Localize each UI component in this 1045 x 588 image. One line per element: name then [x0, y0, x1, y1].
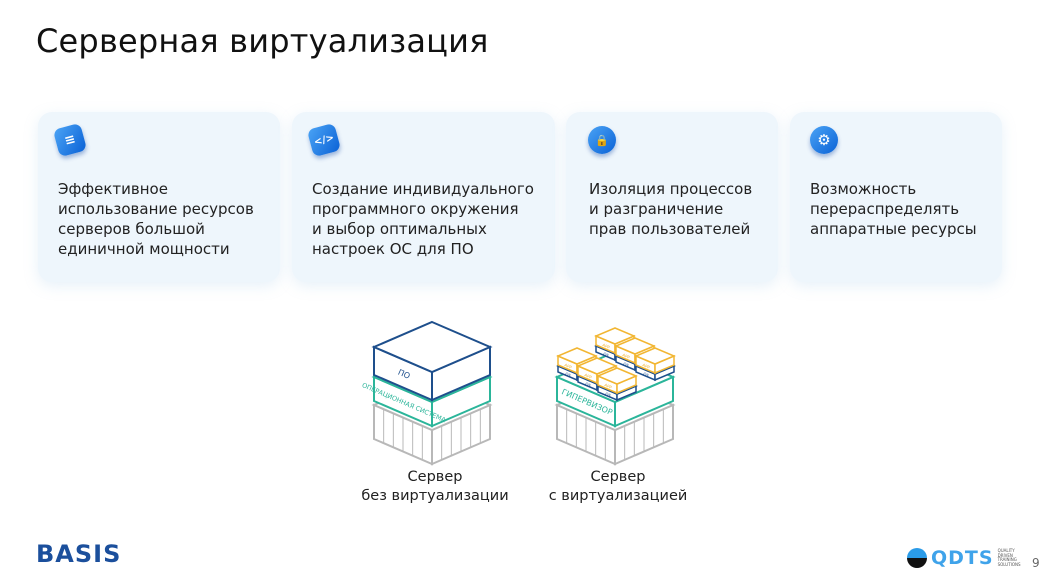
qdts-logo: QDTS QUALITY DRIVEN TRAINING SOLUTIONS [907, 547, 1028, 569]
vm-app-block: APP [596, 367, 638, 395]
vm-os-block-label: OS [584, 381, 592, 388]
page-number: 9 [1032, 556, 1040, 570]
gear-icon: ⚙ [810, 126, 838, 154]
software-layer: ПО [371, 320, 493, 402]
vm-os-block-label: OS [622, 361, 630, 368]
software-layer-label: ПО [397, 368, 412, 381]
basis-logo: BASIS [36, 540, 122, 568]
feature-text: Эффективное использование ресурсов серве… [58, 180, 254, 258]
vm-os-block-label: OS [604, 391, 612, 398]
page-title: Серверная виртуализация [36, 22, 489, 60]
vm-app-block-label: APP [564, 362, 573, 370]
feature-text: Возможность перераспределять аппаратные … [810, 180, 977, 238]
feature-card-environment: </> Создание индивидуального программног… [292, 112, 555, 282]
vm-os-block-label: OS [602, 351, 610, 358]
caption-no-virtualization: Сервер без виртуализации [361, 469, 509, 504]
caption-with-virtualization: Сервер с виртуализацией [548, 469, 688, 504]
feature-card-reallocation: ⚙ Возможность перераспределять аппаратны… [790, 112, 1002, 282]
qdts-mark-icon [907, 548, 927, 568]
vm-os-block-label: OS [642, 371, 650, 378]
vm-app-block-label: APP [604, 382, 613, 390]
vm-os-block-label: OS [564, 371, 572, 378]
vm-app-block-label: APP [584, 372, 593, 380]
feature-card-isolation: 🔒 Изоляция процессов и разграничение пра… [566, 112, 778, 282]
lock-icon: 🔒 [588, 126, 616, 154]
qdts-name: QDTS [931, 547, 994, 569]
vm-app-block-label: APP [622, 352, 631, 360]
feature-text: Изоляция процессов и разграничение прав … [589, 180, 753, 238]
feature-text: Создание индивидуального программного ок… [312, 180, 534, 258]
feature-card-resources: ≡ Эффективное использование ресурсов сер… [38, 112, 280, 282]
vm-app-block-label: APP [602, 342, 611, 350]
qdts-tagline: QUALITY DRIVEN TRAINING SOLUTIONS [997, 548, 1021, 567]
vm-app-block: APP [634, 347, 676, 375]
vm-app-block-label: APP [642, 362, 651, 370]
